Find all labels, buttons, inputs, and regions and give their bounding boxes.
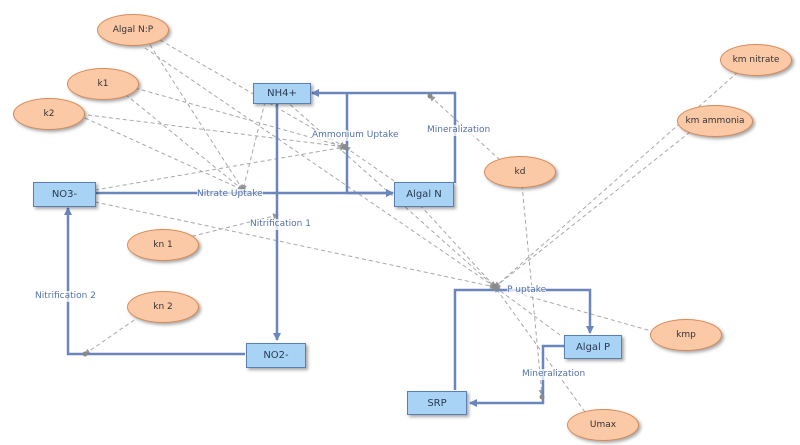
valve-nitrification-2[interactable] [82,351,88,357]
valve-p-uptake[interactable] [491,283,499,291]
link-algal-n-to-p-uptake [419,204,496,288]
param-kn2-label: kn 2 [153,302,173,312]
link-k1-to-nitrate-uptake [119,89,244,191]
link-nh4-to-nitrate-uptake [241,101,266,191]
stock-no2[interactable]: NO2- [246,343,306,368]
param-algal-np-label: Algal N:P [112,25,154,35]
flow-nitrification-2 [64,207,245,356]
stock-algal-n[interactable]: Algal N [394,182,454,207]
stock-no2-label: NO2- [263,350,289,361]
stock-algal-p[interactable]: Algal P [564,335,622,359]
param-kn1[interactable]: kn 1 [127,229,199,261]
flow-label-nitrate-uptake: Nitrate Uptake [197,189,263,200]
valve-mineralization-p[interactable] [539,394,545,400]
param-kd[interactable]: kd [484,156,556,188]
param-k1[interactable]: k1 [67,68,139,100]
param-k2[interactable]: k2 [13,98,85,130]
param-algal-np[interactable]: Algal N:P [97,14,169,46]
flow-label-p-uptake: P uptake [507,285,547,296]
param-kn1-label: kn 1 [153,240,173,250]
stock-algal-n-label: Algal N [406,189,442,200]
link-no3-to-ammonium-uptake [94,144,346,191]
param-k2-label: k2 [43,109,55,119]
link-algal-np-to-p-uptake [144,47,496,288]
link-algal-np-to-ammonium-uptake [159,39,346,148]
link-umax-to-p-uptake [494,286,586,413]
stock-srp-label: SRP [427,397,447,409]
flow-label-ammonium-uptake: Ammonium Uptake [312,130,399,141]
link-kd-to-mineralization-n [429,95,501,161]
stock-no3[interactable]: NO3- [33,182,96,207]
param-kd-label: kd [514,167,526,177]
param-kmp-label: kmp [676,330,696,340]
param-kmp[interactable]: kmp [650,319,722,351]
param-km-nitrate-label: km nitrate [732,55,780,65]
stock-algal-p-label: Algal P [575,341,611,353]
valve-ammonium-uptake[interactable] [342,144,348,150]
link-no3-to-p-uptake [94,201,496,289]
link-kn2-to-nitrification-2 [84,315,141,355]
flow-label-nitrification-1: Nitrification 1 [250,219,311,230]
param-km-ammonia-label: km ammonia [685,116,745,126]
param-km-nitrate[interactable]: km nitrate [720,44,792,76]
link-k2-to-ammonium-uptake [87,114,346,150]
param-umax-label: Umax [589,420,617,430]
stock-no3-label: NO3- [51,189,78,200]
flow-ammonium-uptake [345,93,394,197]
link-algal-n-to-ammonium-uptake [344,146,401,186]
param-umax[interactable]: Umax [567,409,639,441]
stock-nh4[interactable]: NH4+ [253,83,311,104]
influence-links [84,39,739,413]
link-km-nitrate-to-p-uptake [494,71,739,288]
flow-label-mineralization-p: Mineralization [522,369,586,380]
stock-nh4-label: NH4+ [267,88,297,99]
param-kn2[interactable]: kn 2 [127,291,199,323]
flow-label-nitrification-2: Nitrification 2 [35,291,96,302]
link-k1-to-ammonium-uptake [134,87,346,149]
param-k1-label: k1 [97,79,109,89]
param-km-ammonia[interactable]: km ammonia [677,105,753,137]
link-algal-np-to-nitrate-uptake [149,44,244,191]
flow-mineralization-n [311,89,457,183]
link-kn1-to-nitrification-1 [164,213,279,244]
flow-label-mineralization-n: Mineralization [427,125,491,136]
link-k2-to-nitrate-uptake [84,117,244,191]
stock-srp[interactable]: SRP [407,391,467,415]
valve-mineralization-n[interactable] [427,93,433,99]
